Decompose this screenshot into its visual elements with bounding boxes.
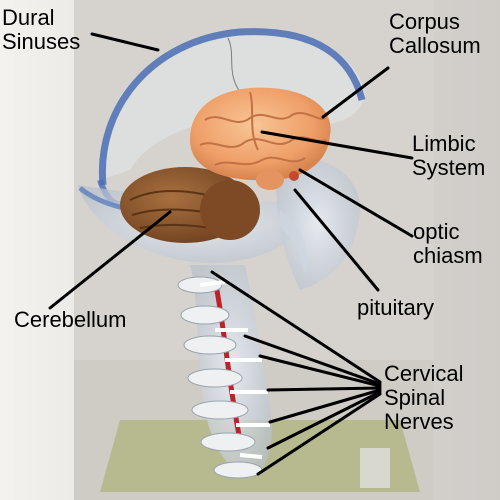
leader-dural xyxy=(90,32,160,52)
leader-nerve-4 xyxy=(266,386,382,392)
spinal-cord xyxy=(212,279,243,441)
leader-nerve-7 xyxy=(256,392,382,476)
leader-cerebellum xyxy=(48,210,172,310)
leader-nerve-5 xyxy=(268,388,382,424)
leader-pituitary xyxy=(293,188,380,292)
label-limbic-system: Limbic System xyxy=(412,131,486,180)
leader-corpus xyxy=(321,66,390,119)
leader-limbic xyxy=(260,130,414,160)
leader-optic xyxy=(298,168,414,238)
label-pituitary: pituitary xyxy=(357,295,435,320)
label-optic-chiasm: optic chiasm xyxy=(413,219,483,268)
cerebrum-model xyxy=(190,87,331,181)
dural-sinus-vessel xyxy=(98,28,366,186)
leader-nerve-6 xyxy=(266,390,382,450)
label-dural-sinuses: Dural Sinuses xyxy=(2,5,81,54)
label-cervical-spinal-nerves: Cervical Spinal Nerves xyxy=(384,361,464,434)
leader-nerve-1 xyxy=(210,270,382,384)
label-corpus-callosum: Corpus Callosum xyxy=(389,9,481,58)
label-cerebellum: Cerebellum xyxy=(14,307,127,332)
leader-nerve-2 xyxy=(243,334,382,386)
leader-nerve-3 xyxy=(258,354,382,388)
